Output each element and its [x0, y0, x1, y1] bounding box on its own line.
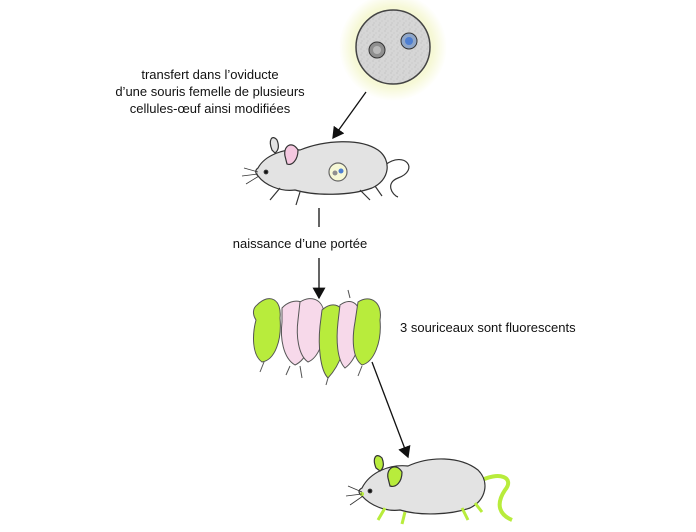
fluorescent-mouse-icon [345, 455, 513, 525]
pup-green-3 [352, 298, 381, 377]
transfer-caption-line-1: transfert dans l’oviducte [141, 67, 279, 82]
arrow-litter-to-mouse [371, 361, 411, 459]
female-mouse-icon [241, 137, 410, 206]
transfer-caption-line-2: d’une souris femelle de plusieurs [115, 84, 305, 99]
pup-green-1 [253, 298, 281, 373]
birth-caption: naissance d’une portée [232, 236, 368, 251]
transfer-caption: transfert dans l’oviducte d’une souris f… [70, 66, 350, 117]
litter-group [253, 289, 381, 386]
transfer-caption-line-3: cellules-œuf ainsi modifiées [129, 101, 291, 116]
arrow-egg-to-mouse [332, 91, 367, 140]
fluorescent-caption: 3 souriceaux sont fluorescents [400, 320, 576, 335]
egg-cell-icon [339, 0, 447, 101]
